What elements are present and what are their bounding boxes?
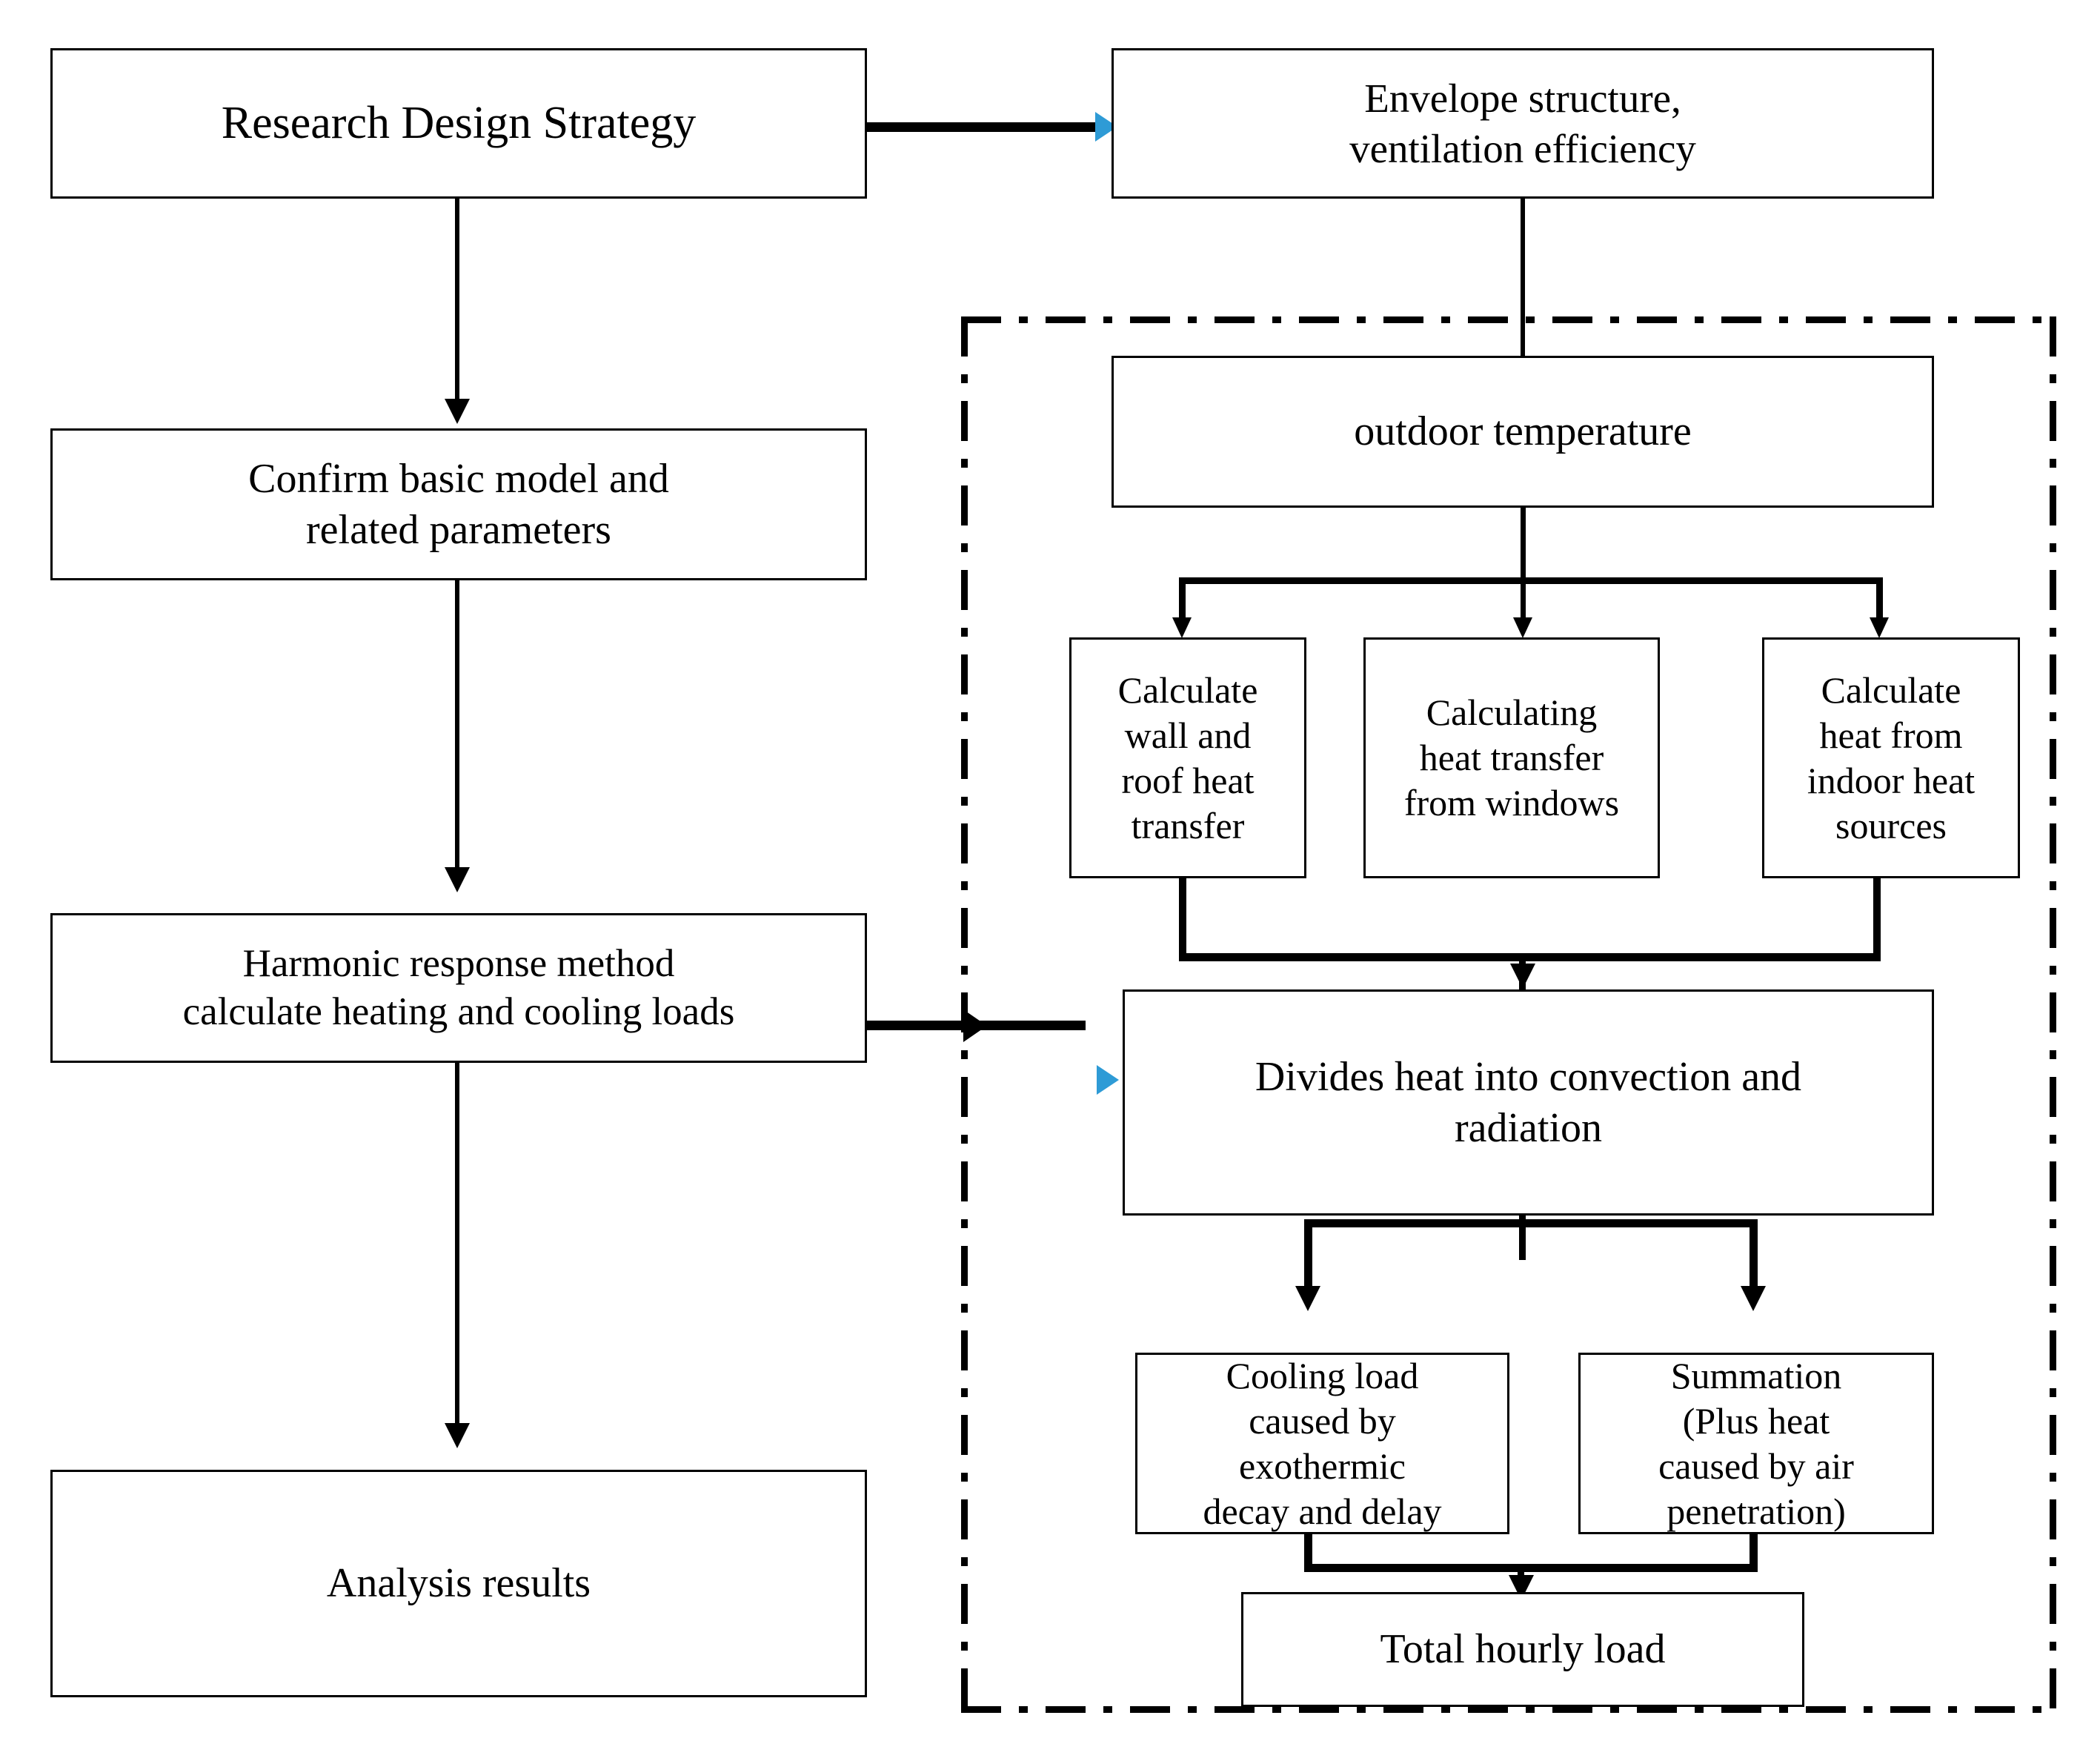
edge-envelope-to-outdoor-line xyxy=(1521,199,1525,458)
edge-outdoor-to-wall-arrowhead xyxy=(1172,617,1192,638)
node-label: Research Design Strategy xyxy=(221,97,697,148)
edge-harmonic-to-analysis-line xyxy=(455,1061,459,1425)
edge-merge-riser-left xyxy=(1179,878,1186,960)
node-label: Cooling load caused by exothermic decay … xyxy=(1203,1354,1442,1532)
node-label: outdoor temperature xyxy=(1354,408,1692,455)
node-label: Harmonic response method calculate heati… xyxy=(182,942,735,1033)
dashed-panel-right-edge xyxy=(2050,316,2056,1713)
dashed-panel-top-edge xyxy=(961,316,2056,323)
edge-outdoor-split-stem xyxy=(1521,508,1526,582)
edge-harmonic-to-divides-arrowhead xyxy=(963,1009,987,1042)
edge-bottom-merge-bar xyxy=(1304,1564,1758,1572)
dashed-panel-bottom-edge xyxy=(961,1706,2056,1713)
node-research-design-strategy[interactable]: Research Design Strategy xyxy=(50,48,867,199)
edge-outdoor-split-drop-right xyxy=(1876,577,1883,622)
node-label: Calculate heat from indoor heat sources xyxy=(1807,669,1976,846)
node-label: Calculating heat transfer from windows xyxy=(1403,692,1620,823)
edge-confirm-to-harmonic-arrowhead xyxy=(445,867,470,892)
node-outdoor-temperature[interactable]: outdoor temperature xyxy=(1112,356,1934,508)
edge-bottom-merge-riser-left xyxy=(1304,1533,1312,1571)
edge-outdoor-split-bar xyxy=(1179,577,1883,584)
edge-divides-inbound-arrowhead xyxy=(1097,1065,1119,1095)
node-calculate-wall-roof[interactable]: Calculate wall and roof heat transfer xyxy=(1069,637,1306,878)
node-label: Divides heat into convection and radiati… xyxy=(1255,1054,1802,1151)
edge-strategy-to-envelope-line xyxy=(867,122,1097,132)
node-calculating-windows[interactable]: Calculating heat transfer from windows xyxy=(1363,637,1660,878)
node-label: Envelope structure, ventilation efficien… xyxy=(1349,76,1696,171)
node-analysis-results[interactable]: Analysis results xyxy=(50,1470,867,1697)
node-label: Analysis results xyxy=(326,1560,591,1607)
edge-strategy-to-confirm-line xyxy=(455,199,459,400)
edge-harmonic-to-analysis-arrowhead xyxy=(445,1423,470,1448)
node-total-hourly-load[interactable]: Total hourly load xyxy=(1241,1592,1804,1707)
node-divides-heat[interactable]: Divides heat into convection and radiati… xyxy=(1123,989,1934,1216)
node-label: Confirm basic model and related paramete… xyxy=(248,456,669,553)
edge-outdoor-split-drop-mid xyxy=(1521,577,1526,622)
edge-outdoor-to-windows-arrowhead xyxy=(1513,617,1532,638)
node-calculate-indoor-heat[interactable]: Calculate heat from indoor heat sources xyxy=(1762,637,2020,878)
node-confirm-basic-model[interactable]: Confirm basic model and related paramete… xyxy=(50,428,867,580)
edge-confirm-to-harmonic-line xyxy=(455,580,459,869)
edge-divides-split-stem xyxy=(1519,1216,1526,1260)
edge-strategy-to-confirm-arrowhead xyxy=(445,399,470,424)
node-label: Calculate wall and roof heat transfer xyxy=(1117,669,1258,846)
node-label: Summation (Plus heat caused by air penet… xyxy=(1658,1354,1854,1532)
edge-merge-riser-right xyxy=(1873,878,1881,960)
edge-merge-to-divides-arrowhead xyxy=(1510,964,1535,989)
node-cooling-load[interactable]: Cooling load caused by exothermic decay … xyxy=(1135,1353,1509,1534)
node-envelope-structure[interactable]: Envelope structure, ventilation efficien… xyxy=(1112,48,1934,199)
edge-divides-split-drop-left xyxy=(1304,1219,1312,1290)
node-harmonic-response[interactable]: Harmonic response method calculate heati… xyxy=(50,913,867,1063)
edge-outdoor-split-drop-left xyxy=(1179,577,1186,622)
edge-bottom-merge-riser-right xyxy=(1750,1533,1758,1571)
edge-divides-to-summation-arrowhead xyxy=(1741,1286,1766,1311)
edge-outdoor-to-indoor-arrowhead xyxy=(1870,617,1889,638)
node-label: Total hourly load xyxy=(1380,1626,1666,1673)
edge-merge-bar xyxy=(1179,953,1881,961)
edge-divides-to-cooling-arrowhead xyxy=(1295,1286,1320,1311)
node-summation[interactable]: Summation (Plus heat caused by air penet… xyxy=(1578,1353,1934,1534)
edge-divides-split-drop-right xyxy=(1750,1219,1758,1290)
edge-divides-split-bar xyxy=(1304,1219,1758,1227)
